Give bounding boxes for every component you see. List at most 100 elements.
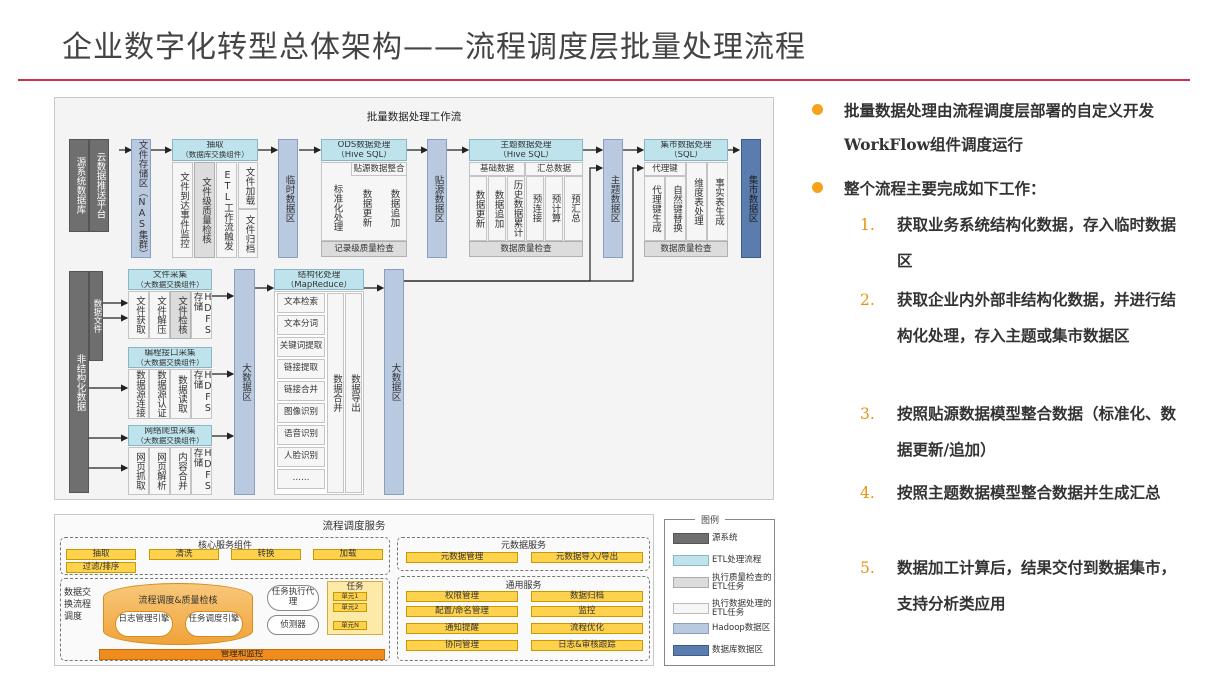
structuring-item: 文本检索	[277, 293, 325, 313]
common-item-4: 监控	[531, 606, 643, 617]
bullet-dot-icon	[812, 182, 823, 193]
schedule-engine: 任务调度引擎	[185, 611, 243, 637]
structuring-merge: 数据合并	[327, 293, 344, 493]
legend-label: ETL处理流程	[712, 555, 762, 566]
common-item-7: 协同管理	[406, 640, 518, 651]
cylinder-label: 流程调度&质量检核	[138, 596, 218, 606]
api-collect-col-4: HDFS存储	[191, 369, 212, 419]
ods-merge-head: 贴源数据整合	[351, 162, 407, 176]
common-item-6: 流程优化	[531, 623, 643, 634]
mart-col-2: 自然键替换	[665, 176, 686, 241]
subject-header: 主题数据处理 （Hive SQL）	[469, 139, 583, 161]
subject-col-2: 数据追加	[488, 176, 506, 241]
structuring-export: 数据导出	[345, 293, 362, 493]
step-number: 5.	[860, 559, 875, 577]
subject-footer: 数据质量检查	[469, 241, 583, 257]
legend-label: 执行数据处理的ETL任务	[712, 599, 772, 618]
structuring-item: 人脸识别	[277, 447, 325, 467]
mart-col-3: 维度表处理	[686, 162, 707, 241]
data-file: 数据文件	[89, 271, 103, 361]
step-text: 获取企业内外部非结构化数据，并进行结构化处理，存入主题或集市数据区	[897, 290, 1177, 345]
file-collect-col-4: HDFS存储	[191, 291, 212, 339]
file-collect-subtitle: （大数据交换组件）	[136, 280, 204, 289]
extract-col-2: 文件级质量检核	[194, 162, 215, 258]
file-collect-col-3: 文件检核	[170, 291, 191, 339]
structuring-item: 链接合并	[277, 381, 325, 401]
scheduling-service-panel: 流程调度服务 核心服务组件 抽取 清洗 转换 加载 过滤/排序 元数据服务 元数…	[54, 514, 654, 666]
structuring-item: 图像识别	[277, 403, 325, 423]
structuring-header: 结构化处理 （MapReduce）	[274, 269, 364, 290]
mart-key: 代理键	[644, 162, 686, 176]
extract-header: 抽取 （数据库交换组件）	[172, 139, 258, 161]
crawler-title: 网络爬虫采集	[144, 427, 196, 436]
source-system-db: 源系统数据库	[69, 139, 89, 232]
api-collect-col-1: 数据源连接	[128, 369, 149, 419]
legend-item-etl: ETL处理流程	[673, 555, 761, 566]
legend-swatch	[673, 603, 709, 615]
extract-subtitle: （数据库交换组件）	[181, 150, 249, 159]
legend-label: 数据库数据区	[712, 645, 764, 656]
file-storage-zone: 文件存储区（NAS集群）	[131, 139, 151, 258]
common-item-8: 日志&审核跟踪	[531, 640, 643, 651]
log-engine: 日志管理引擎	[115, 611, 173, 637]
ods-footer: 记录级质量检查	[321, 241, 407, 257]
mart-subtitle: （SQL）	[669, 150, 703, 160]
step-text: 按照主题数据模型整合数据并生成汇总	[897, 483, 1161, 502]
legend-swatch	[673, 577, 709, 589]
unstructured-data: 非结构化数据	[69, 271, 89, 493]
file-collect-header: 文件采集 （大数据交换组件）	[128, 269, 212, 290]
core-transform: 转换	[231, 549, 301, 560]
step-text: 数据加工计算后，结果交付到数据集市，支持分析类应用	[897, 558, 1177, 613]
extract-col-1: 文件到达事件监控	[172, 162, 193, 258]
cloud-push-platform: 云数据推送平台	[89, 139, 109, 232]
legend-item-hadoop: Hadoop数据区	[673, 623, 774, 634]
mart-col-4: 事实表生成	[707, 162, 728, 241]
legend-label: 执行质量检查的ETL任务	[712, 573, 772, 592]
subject-base: 基础数据	[469, 162, 525, 176]
listener: 侦测器	[267, 615, 319, 635]
source-data-zone: 贴源数据区	[427, 139, 447, 258]
metadata-manage: 元数据管理	[406, 552, 518, 563]
common-item-2: 数据归档	[531, 591, 643, 602]
task-unit-1: 单元1	[333, 592, 367, 601]
api-collect-title: 编程接口采集	[144, 349, 196, 358]
legend-swatch	[673, 623, 709, 634]
core-filter-sort: 过滤/排序	[66, 562, 136, 573]
scheduling-title: 流程调度服务	[322, 520, 386, 532]
api-collect-col-2: 数据源认证	[149, 369, 170, 419]
crawler-col-2: 网页解析	[149, 447, 170, 495]
extract-col-3: ETL工作流触发	[216, 162, 237, 258]
step-text: 获取业务系统结构化数据，存入临时数据区	[897, 215, 1177, 270]
bullet-dot-icon	[812, 104, 823, 115]
extract-load: 文件加载	[238, 162, 258, 209]
crawler-col-1: 网页抓取	[128, 447, 149, 495]
legend: 图例 源系统 ETL处理流程 执行质量检查的ETL任务 执行数据处理的ETL任务…	[664, 513, 775, 666]
subject-subtitle: （Hive SQL）	[498, 150, 554, 160]
core-extract: 抽取	[66, 549, 136, 560]
core-service-title: 核心服务组件	[197, 541, 252, 551]
file-collect-col-1: 文件获取	[128, 291, 149, 339]
mart-header: 集市数据处理 （SQL）	[644, 139, 728, 161]
core-load: 加载	[313, 549, 383, 560]
crawler-subtitle: （大数据交换组件）	[136, 436, 204, 445]
legend-item-db: 数据库数据区	[673, 645, 763, 656]
subject-title: 主题数据处理	[500, 141, 552, 150]
task-unit-n: 单元N	[333, 621, 367, 630]
step-number: 2.	[860, 291, 875, 309]
subject-col-6: 预汇总	[564, 176, 583, 241]
mart-footer: 数据质量检查	[644, 241, 728, 257]
subject-summary: 汇总数据	[525, 162, 583, 176]
subject-data-zone: 主题数据区	[603, 139, 623, 258]
file-collect-title: 文件采集	[152, 271, 187, 280]
legend-item-source: 源系统	[673, 533, 738, 544]
metadata-service-title: 元数据服务	[500, 541, 546, 551]
temp-data-zone: 临时数据区	[278, 139, 298, 258]
legend-item-process: 执行数据处理的ETL任务	[673, 600, 774, 618]
api-collect-header: 编程接口采集 （大数据交换组件）	[128, 347, 212, 368]
api-collect-subtitle: （大数据交换组件）	[136, 358, 204, 367]
legend-label: Hadoop数据区	[712, 623, 771, 634]
step-text: 按照贴源数据模型整合数据（标准化、数据更新/追加）	[897, 404, 1177, 459]
ods-col-1: 标准化处理	[331, 184, 343, 232]
structuring-item: ……	[277, 469, 325, 489]
legend-swatch	[673, 645, 709, 656]
